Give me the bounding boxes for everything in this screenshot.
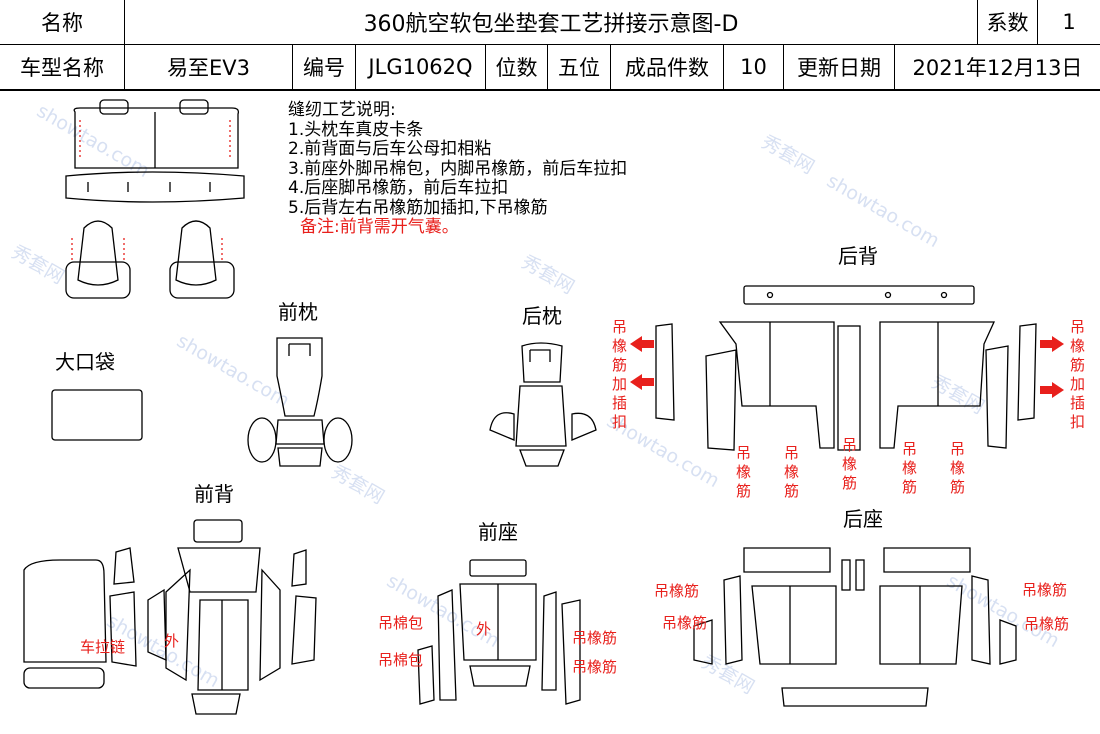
label-big-pocket: 大口袋: [55, 350, 115, 374]
annotation-elastic: 吊橡筋: [901, 440, 917, 496]
label-front-seat: 前座: [478, 520, 518, 544]
coef-value: 1: [1062, 10, 1076, 34]
model-value-cell: 易至EV3: [125, 45, 293, 90]
rear-headrest-pieces: [489, 342, 597, 467]
front-seat-pieces: [417, 559, 581, 705]
annotation-elastic: 吊橡筋: [662, 614, 708, 632]
front-headrest-pieces: [247, 337, 353, 467]
note-item: 5.后背左右吊橡筋加插扣,下吊橡筋: [288, 197, 548, 218]
arrow-icons: [630, 336, 1064, 398]
annotation-elastic-insert-right: 吊橡筋加插扣: [1069, 318, 1085, 431]
pieces-value-cell: 10: [724, 45, 784, 90]
label-front-back: 前背: [194, 482, 234, 506]
name-label-cell: 名称: [0, 0, 125, 45]
pieces-value: 10: [740, 55, 767, 79]
arrow-right-icon: [1040, 382, 1064, 398]
notes-heading: 缝纫工艺说明:: [288, 100, 396, 120]
annotation-elastic: 吊橡筋: [1022, 581, 1068, 599]
rear-seat-pieces: [693, 547, 1017, 707]
label-rear-back: 后背: [838, 244, 878, 268]
code-value: JLG1062Q: [368, 55, 473, 79]
front-back-pieces: [23, 519, 317, 715]
annotation-elastic: 吊橡筋: [783, 444, 799, 500]
annotation-elastic: 吊橡筋: [949, 440, 965, 496]
sewing-notes: 缝纫工艺说明: 1.头枕车真皮卡条 2.前背面与后车公母扣相粘 3.前座外脚吊棉…: [288, 100, 628, 238]
code-value-cell: JLG1062Q: [356, 45, 486, 90]
name-label: 名称: [41, 11, 83, 35]
model-label: 车型名称: [20, 56, 104, 80]
code-label-cell: 编号: [293, 45, 356, 90]
position-label: 位数: [495, 56, 538, 80]
pieces-label: 成品件数: [625, 56, 709, 80]
coef-value-cell: 1: [1038, 0, 1100, 45]
title-cell: 360航空软包坐垫套工艺拼接示意图-D: [125, 0, 978, 45]
annotation-outer: 外: [476, 620, 492, 638]
position-label-cell: 位数: [486, 45, 548, 90]
model-value: 易至EV3: [167, 56, 250, 80]
annotation-elastic: 吊橡筋: [572, 658, 618, 676]
annotation-elastic: 吊橡筋: [572, 629, 618, 647]
coef-label-cell: 系数: [978, 0, 1038, 45]
annotation-zipper: 车拉链: [80, 638, 126, 656]
rear-seat-overview: [65, 99, 245, 203]
annotation-elastic: 吊橡筋: [841, 436, 857, 492]
note-item: 1.头枕车真皮卡条: [288, 119, 424, 140]
annotation-outer: 外: [164, 632, 180, 650]
arrow-right-icon: [1040, 336, 1064, 352]
label-rear-seat: 后座: [843, 507, 883, 531]
date-value: 2021年12月13日: [912, 56, 1083, 80]
date-label: 更新日期: [797, 56, 881, 80]
code-label: 编号: [303, 56, 345, 80]
label-rear-headrest: 后枕: [522, 304, 562, 328]
big-pocket-piece: [51, 389, 143, 441]
annotation-elastic-insert-left: 吊橡筋加插扣: [611, 318, 627, 431]
note-item: 4.后座脚吊橡筋，前后车拉扣: [288, 178, 509, 198]
model-label-cell: 车型名称: [0, 45, 125, 90]
date-label-cell: 更新日期: [784, 45, 895, 90]
pieces-label-cell: 成品件数: [611, 45, 724, 90]
notes-remark: 备注:前背需开气囊。: [300, 217, 459, 237]
position-value-cell: 五位: [548, 45, 611, 90]
header-table: 名称 360航空软包坐垫套工艺拼接示意图-D 系数 1 车型名称 易至EV3 编…: [0, 0, 1100, 91]
date-value-cell: 2021年12月13日: [895, 45, 1100, 90]
annotation-cotton: 吊棉包: [378, 614, 424, 632]
coef-label: 系数: [986, 11, 1029, 35]
position-value: 五位: [558, 56, 600, 80]
note-item: 2.前背面与后车公母扣相粘: [288, 139, 492, 159]
annotation-elastic: 吊橡筋: [735, 444, 751, 500]
note-item: 3.前座外脚吊棉包，内脚吊橡筋，前后车拉扣: [288, 158, 628, 179]
arrow-left-icon: [630, 336, 654, 352]
front-seat-overview-left: [65, 220, 131, 299]
annotation-cotton: 吊棉包: [378, 651, 424, 669]
page-title: 360航空软包坐垫套工艺拼接示意图-D: [363, 12, 739, 37]
annotation-elastic: 吊橡筋: [1024, 615, 1070, 633]
front-seat-overview-right: [169, 220, 235, 299]
rear-back-pieces: [655, 285, 1037, 451]
annotation-elastic: 吊橡筋: [654, 582, 700, 600]
label-front-headrest: 前枕: [278, 300, 318, 324]
arrow-left-icon: [630, 374, 654, 390]
